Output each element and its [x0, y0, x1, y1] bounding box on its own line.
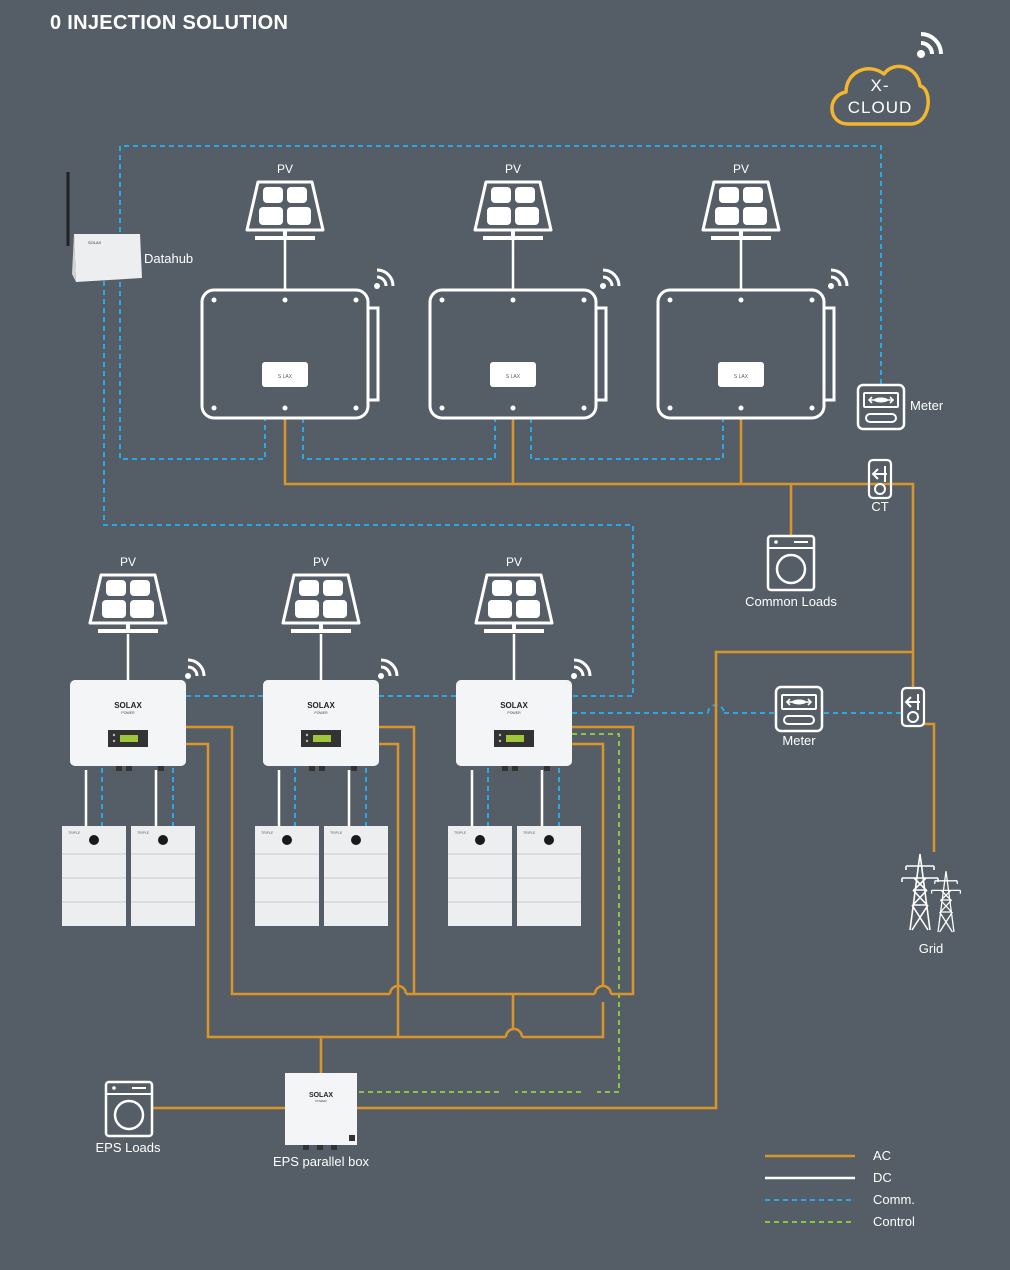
pv-label: PV	[276, 162, 294, 176]
dc-lines	[84, 239, 743, 826]
battery-6	[516, 825, 582, 927]
cloud-label-line1: X-	[870, 76, 890, 95]
ct-label: CT	[871, 499, 889, 514]
legend-ac-label: AC	[873, 1148, 892, 1163]
legend-comm-label: Comm.	[873, 1192, 915, 1207]
pv-label: PV	[732, 162, 750, 176]
ac-lines	[152, 418, 936, 1110]
ct-icon	[900, 686, 926, 728]
pv-panel-5	[281, 573, 361, 633]
svg-text:SOLAX: SOLAX	[88, 240, 102, 245]
wifi-icon	[372, 268, 395, 291]
wifi-icon	[598, 268, 621, 291]
hybrid-inverter-1	[70, 680, 186, 771]
comm-lines	[101, 145, 902, 826]
wifi-icon	[826, 268, 849, 291]
datahub-device: SOLAX	[66, 172, 142, 282]
ct-icon	[867, 458, 893, 500]
legend-control-label: Control	[873, 1214, 915, 1229]
inverter-2	[428, 288, 608, 420]
inverter-1	[200, 288, 380, 420]
hybrid-inverter-2	[263, 680, 379, 771]
grid-label: Grid	[918, 941, 944, 956]
battery-1	[61, 825, 127, 927]
washer-icon	[104, 1080, 154, 1138]
common-loads-label: Common Loads	[745, 594, 837, 609]
legend	[765, 1154, 855, 1223]
eps-loads-label: EPS Loads	[95, 1140, 161, 1155]
washer-icon	[766, 534, 816, 592]
pv-panel-3	[701, 180, 781, 240]
x-cloud-icon	[830, 64, 930, 126]
grid-tower-icon	[930, 870, 962, 933]
svg-text:SOLAX: SOLAX	[309, 1092, 333, 1099]
eps-parallel-box: SOLAX POWER	[285, 1073, 357, 1150]
meter-label: Meter	[782, 733, 816, 748]
battery-4	[323, 825, 389, 927]
cloud-label-line2: CLOUD	[847, 98, 913, 117]
grid-tower-icon	[901, 853, 939, 931]
pv-panel-6	[474, 573, 554, 633]
wifi-icon	[376, 658, 399, 681]
pv-panel-4	[88, 573, 168, 633]
wifi-icon	[183, 658, 206, 681]
meter-icon	[856, 383, 906, 431]
meter-label: Meter	[910, 398, 944, 413]
pv-panel-1	[245, 180, 325, 240]
cloud-wifi-icon	[915, 32, 943, 60]
eps-parallel-box-label: EPS parallel box	[272, 1154, 370, 1169]
battery-3	[254, 825, 320, 927]
pv-label: PV	[312, 555, 330, 569]
pv-label: PV	[505, 555, 523, 569]
svg-text:POWER: POWER	[315, 1099, 327, 1103]
control-lines	[357, 733, 620, 1093]
page-title: 0 INJECTION SOLUTION	[50, 12, 289, 34]
meter-icon	[774, 685, 824, 733]
hybrid-inverter-3	[456, 680, 572, 771]
legend-dc-label: DC	[873, 1170, 892, 1185]
wifi-icon	[569, 658, 592, 681]
battery-5	[447, 825, 513, 927]
inverter-3	[656, 288, 836, 420]
datahub-label: Datahub	[144, 251, 194, 266]
pv-panel-2	[473, 180, 553, 240]
pv-label: PV	[119, 555, 137, 569]
battery-2	[130, 825, 196, 927]
pv-label: PV	[504, 162, 522, 176]
